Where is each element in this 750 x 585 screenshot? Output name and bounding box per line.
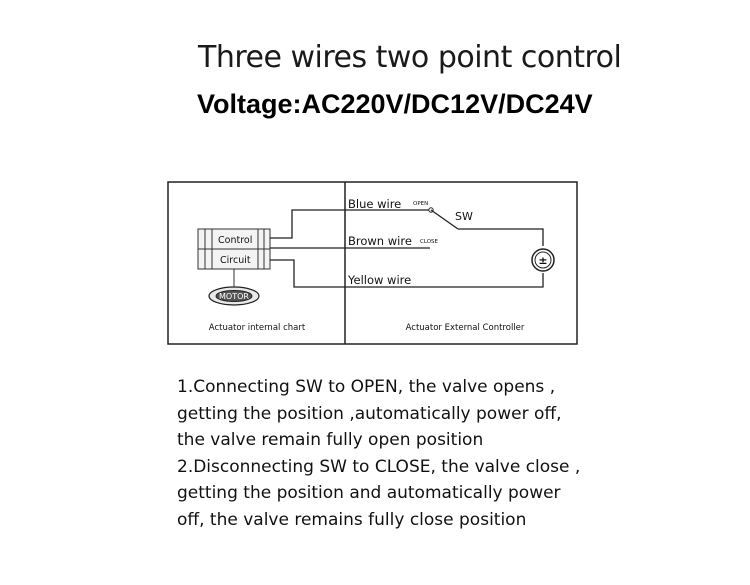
motor-icon: MOTOR [208,286,260,306]
control-label: Control [218,235,252,246]
power-symbol: ± [538,254,547,267]
instruction-line: getting the position ,automatically powe… [177,403,562,424]
instruction-line: 1.Connecting SW to OPEN, the valve opens… [177,377,556,397]
control-circuit-box: Control Circuit [197,228,271,270]
power-source-icon: ± [531,248,555,272]
brown-wire-label: Brown wire [348,234,412,248]
circuit-label: Circuit [220,255,251,266]
instructions: 1.Connecting SW to OPEN, the valve opens… [177,374,580,533]
voltage-spec: Voltage:AC220V/DC12V/DC24V [197,89,593,119]
sw-label: SW [455,210,473,223]
switch-return-line [458,228,544,246]
instruction-line: the valve remain fully open position [177,430,484,450]
diagram-frame [167,181,578,345]
yellow-wire-line [270,259,544,288]
page-title: Three wires two point control [198,40,622,75]
left-caption: Actuator internal chart [209,323,306,333]
yellow-wire-label: Yellow wire [347,273,411,287]
close-label: CLOSE [420,239,439,245]
switch-blade-icon [430,209,459,230]
blue-wire-label: Blue wire [348,197,401,211]
instruction-line: getting the position and automatically p… [177,483,561,503]
blue-wire-line [270,209,430,239]
instruction-line: 2.Disconnecting SW to CLOSE, the valve c… [177,456,581,477]
motor-label: MOTOR [219,292,249,301]
right-caption: Actuator External Controller [406,323,525,333]
instruction-line: off, the valve remains fully close posit… [177,509,527,530]
open-label: OPEN [413,201,428,207]
